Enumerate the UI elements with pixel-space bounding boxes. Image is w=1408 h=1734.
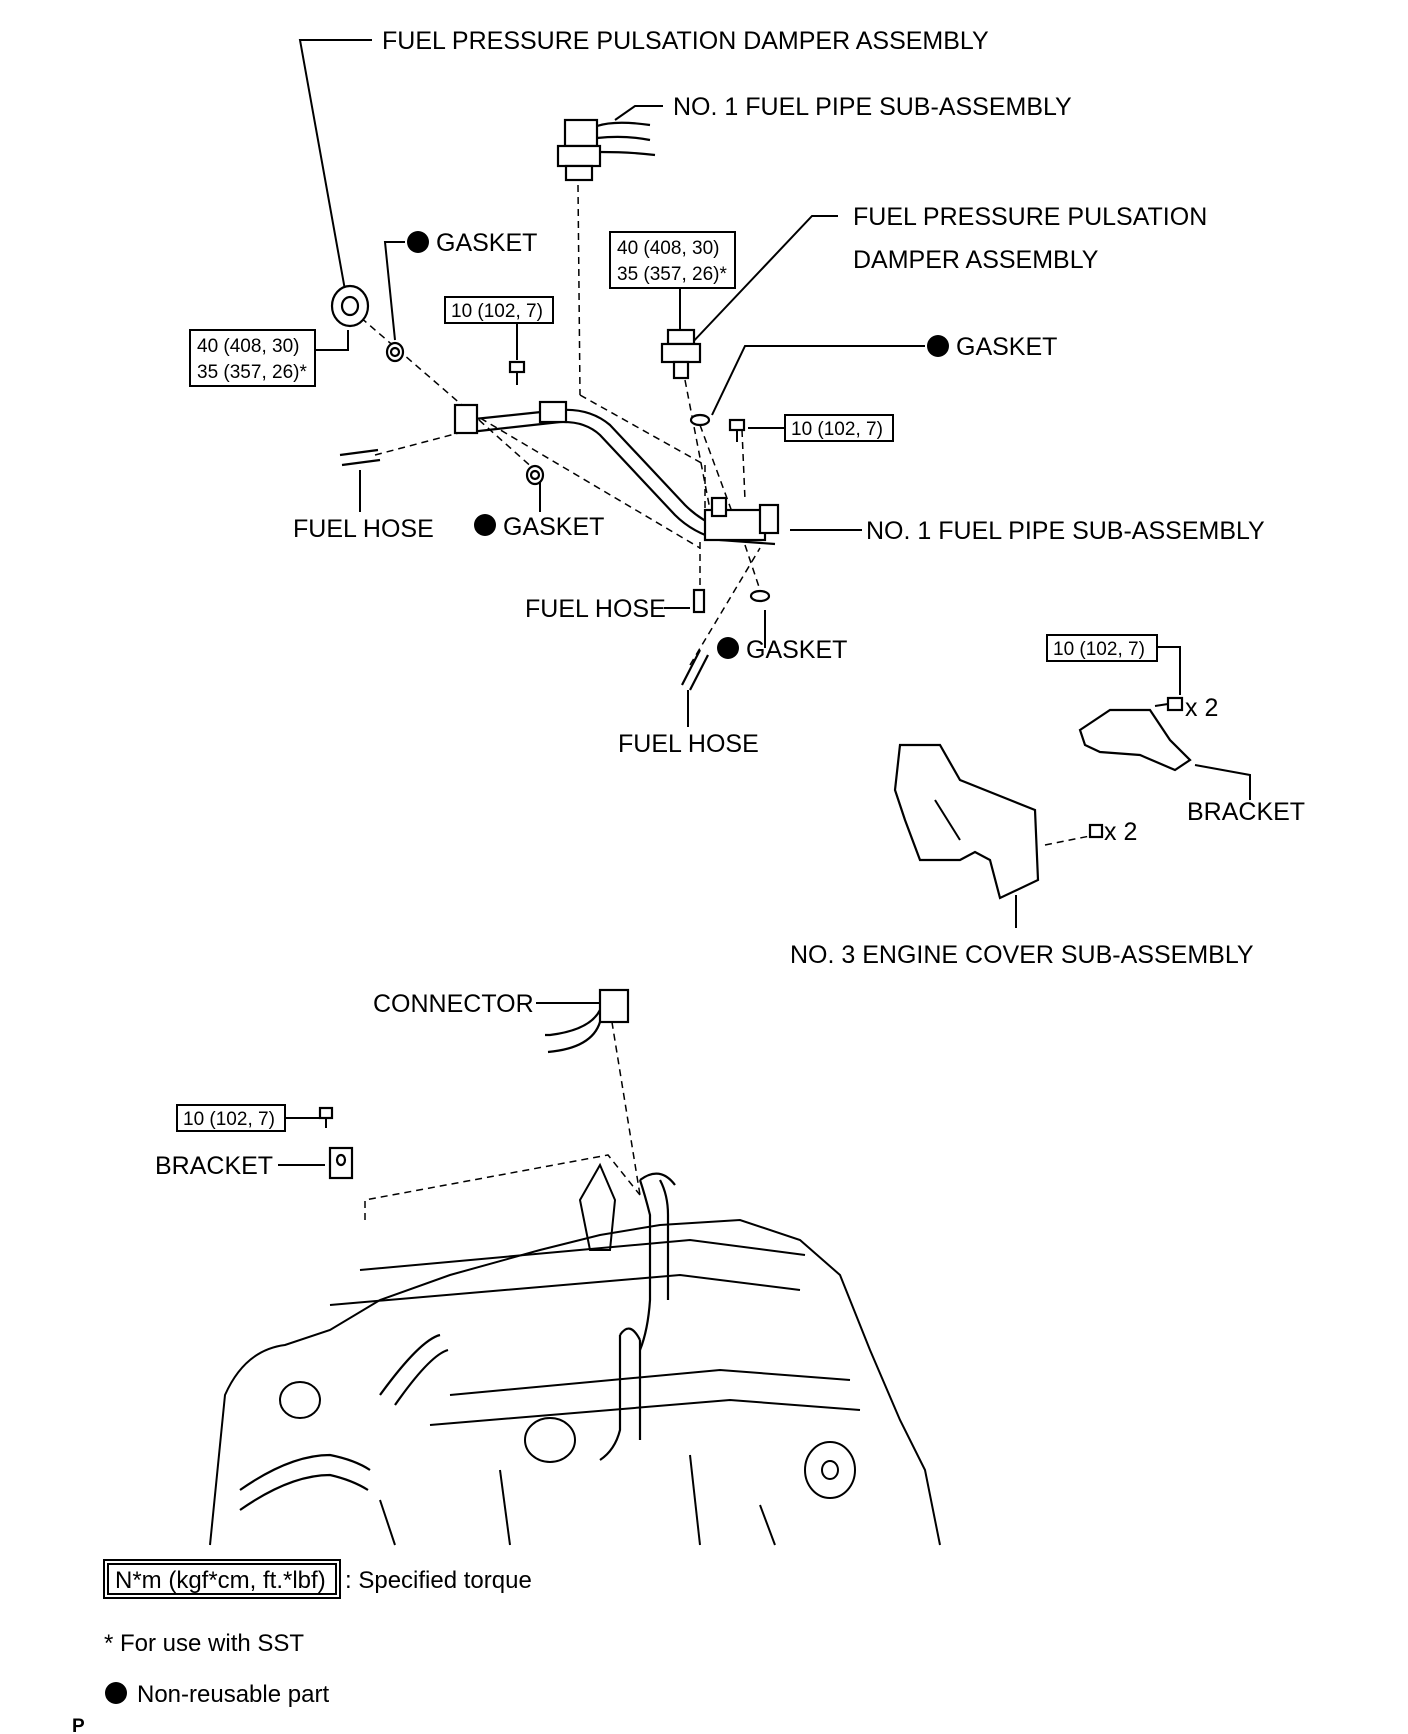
- bolt-pipe-left: [508, 360, 526, 385]
- torque-box-damper-right: 40 (408, 30) 35 (357, 26)*: [609, 231, 736, 289]
- page-mark: P: [72, 1716, 85, 1734]
- label-pipe-top: NO. 1 FUEL PIPE SUB-ASSEMBLY: [673, 93, 1072, 121]
- nonreusable-dot-icon: [717, 637, 739, 659]
- svg-text:40 (408, 30): 40 (408, 30): [197, 336, 299, 357]
- bolt-pipe-right: [728, 418, 746, 442]
- label-damper-right-2: DAMPER ASSEMBLY: [853, 246, 1099, 274]
- bracket-left-shape: [328, 1146, 354, 1180]
- torque-box-pipe-left: 10 (102, 7): [444, 296, 554, 324]
- label-gasket-4: GASKET: [746, 636, 847, 664]
- fuel-pipe-main: [453, 400, 780, 546]
- label-qty-2: x 2: [1104, 818, 1137, 846]
- bracket-right-shape: [1078, 708, 1192, 772]
- legend-sst-note: * For use with SST: [104, 1630, 304, 1657]
- nonreusable-dot-icon: [474, 514, 496, 536]
- label-damper-top: FUEL PRESSURE PULSATION DAMPER ASSEMBLY: [382, 27, 989, 55]
- assembly-dashed-lines: [351, 184, 1096, 1220]
- leader-lines: [278, 39, 1251, 1166]
- gasket-ring-1: [385, 341, 405, 363]
- bolt-engine-cover: [1088, 823, 1104, 839]
- torque-box-bracket-left: 10 (102, 7): [176, 1104, 286, 1132]
- connector-shape: [545, 988, 630, 1054]
- part-labels: FUEL PRESSURE PULSATION DAMPER ASSEMBLY …: [155, 27, 1305, 1180]
- legend-nonreusable: Non-reusable part: [137, 1681, 329, 1708]
- nonreusable-dot-icon: [927, 335, 949, 357]
- label-gasket-1: GASKET: [436, 229, 537, 257]
- nonreusable-markers: [105, 231, 949, 1704]
- legend-torque-desc: : Specified torque: [345, 1567, 532, 1594]
- pulsation-damper-left: [330, 284, 370, 328]
- bolt-bracket-left: [318, 1106, 334, 1128]
- svg-text:10 (102, 7): 10 (102, 7): [183, 1109, 275, 1130]
- fuel-hose-left: [339, 448, 381, 467]
- fuel-hose-middle: [692, 588, 706, 614]
- engine-assembly-art: [209, 1162, 941, 1546]
- label-bracket-left: BRACKET: [155, 1152, 273, 1180]
- bolt-bracket-right: [1154, 696, 1184, 712]
- torque-box-damper-left: 40 (408, 30) 35 (357, 26)*: [189, 329, 316, 387]
- torque-box-bracket-right: 10 (102, 7): [1046, 634, 1158, 662]
- fuel-pipe-connector-top: [556, 118, 656, 182]
- label-qty-1: x 2: [1185, 694, 1218, 722]
- gasket-ring-4: [749, 589, 771, 603]
- torque-box-pipe-right: 10 (102, 7): [784, 414, 894, 442]
- gasket-ring-2: [525, 464, 545, 486]
- svg-text:35 (357, 26)*: 35 (357, 26)*: [617, 264, 727, 285]
- fuel-hose-bottom: [681, 649, 709, 691]
- legend: N*m (kgf*cm, ft.*lbf) : Specified torque…: [72, 1559, 532, 1734]
- label-damper-right-1: FUEL PRESSURE PULSATION: [853, 203, 1207, 231]
- svg-text:10 (102, 7): 10 (102, 7): [451, 301, 543, 322]
- label-pipe-right: NO. 1 FUEL PIPE SUB-ASSEMBLY: [866, 517, 1265, 545]
- nonreusable-dot-icon: [105, 1682, 127, 1704]
- label-gasket-3: GASKET: [503, 513, 604, 541]
- label-fuel-hose-3: FUEL HOSE: [618, 730, 759, 758]
- svg-text:10 (102, 7): 10 (102, 7): [1053, 639, 1145, 660]
- label-engine-cover: NO. 3 ENGINE COVER SUB-ASSEMBLY: [790, 941, 1254, 969]
- label-connector: CONNECTOR: [373, 990, 534, 1018]
- nonreusable-dot-icon: [407, 231, 429, 253]
- legend-torque-box: N*m (kgf*cm, ft.*lbf): [115, 1567, 326, 1594]
- label-fuel-hose-1: FUEL HOSE: [293, 515, 434, 543]
- gasket-ring-3: [689, 413, 711, 427]
- svg-text:10 (102, 7): 10 (102, 7): [791, 419, 883, 440]
- label-fuel-hose-2: FUEL HOSE: [525, 595, 666, 623]
- engine-cover-shape: [893, 743, 1040, 900]
- label-gasket-2: GASKET: [956, 333, 1057, 361]
- svg-text:35 (357, 26)*: 35 (357, 26)*: [197, 362, 307, 383]
- pulsation-damper-right: [660, 328, 702, 380]
- svg-text:40 (408, 30): 40 (408, 30): [617, 238, 719, 259]
- label-bracket-right: BRACKET: [1187, 798, 1305, 826]
